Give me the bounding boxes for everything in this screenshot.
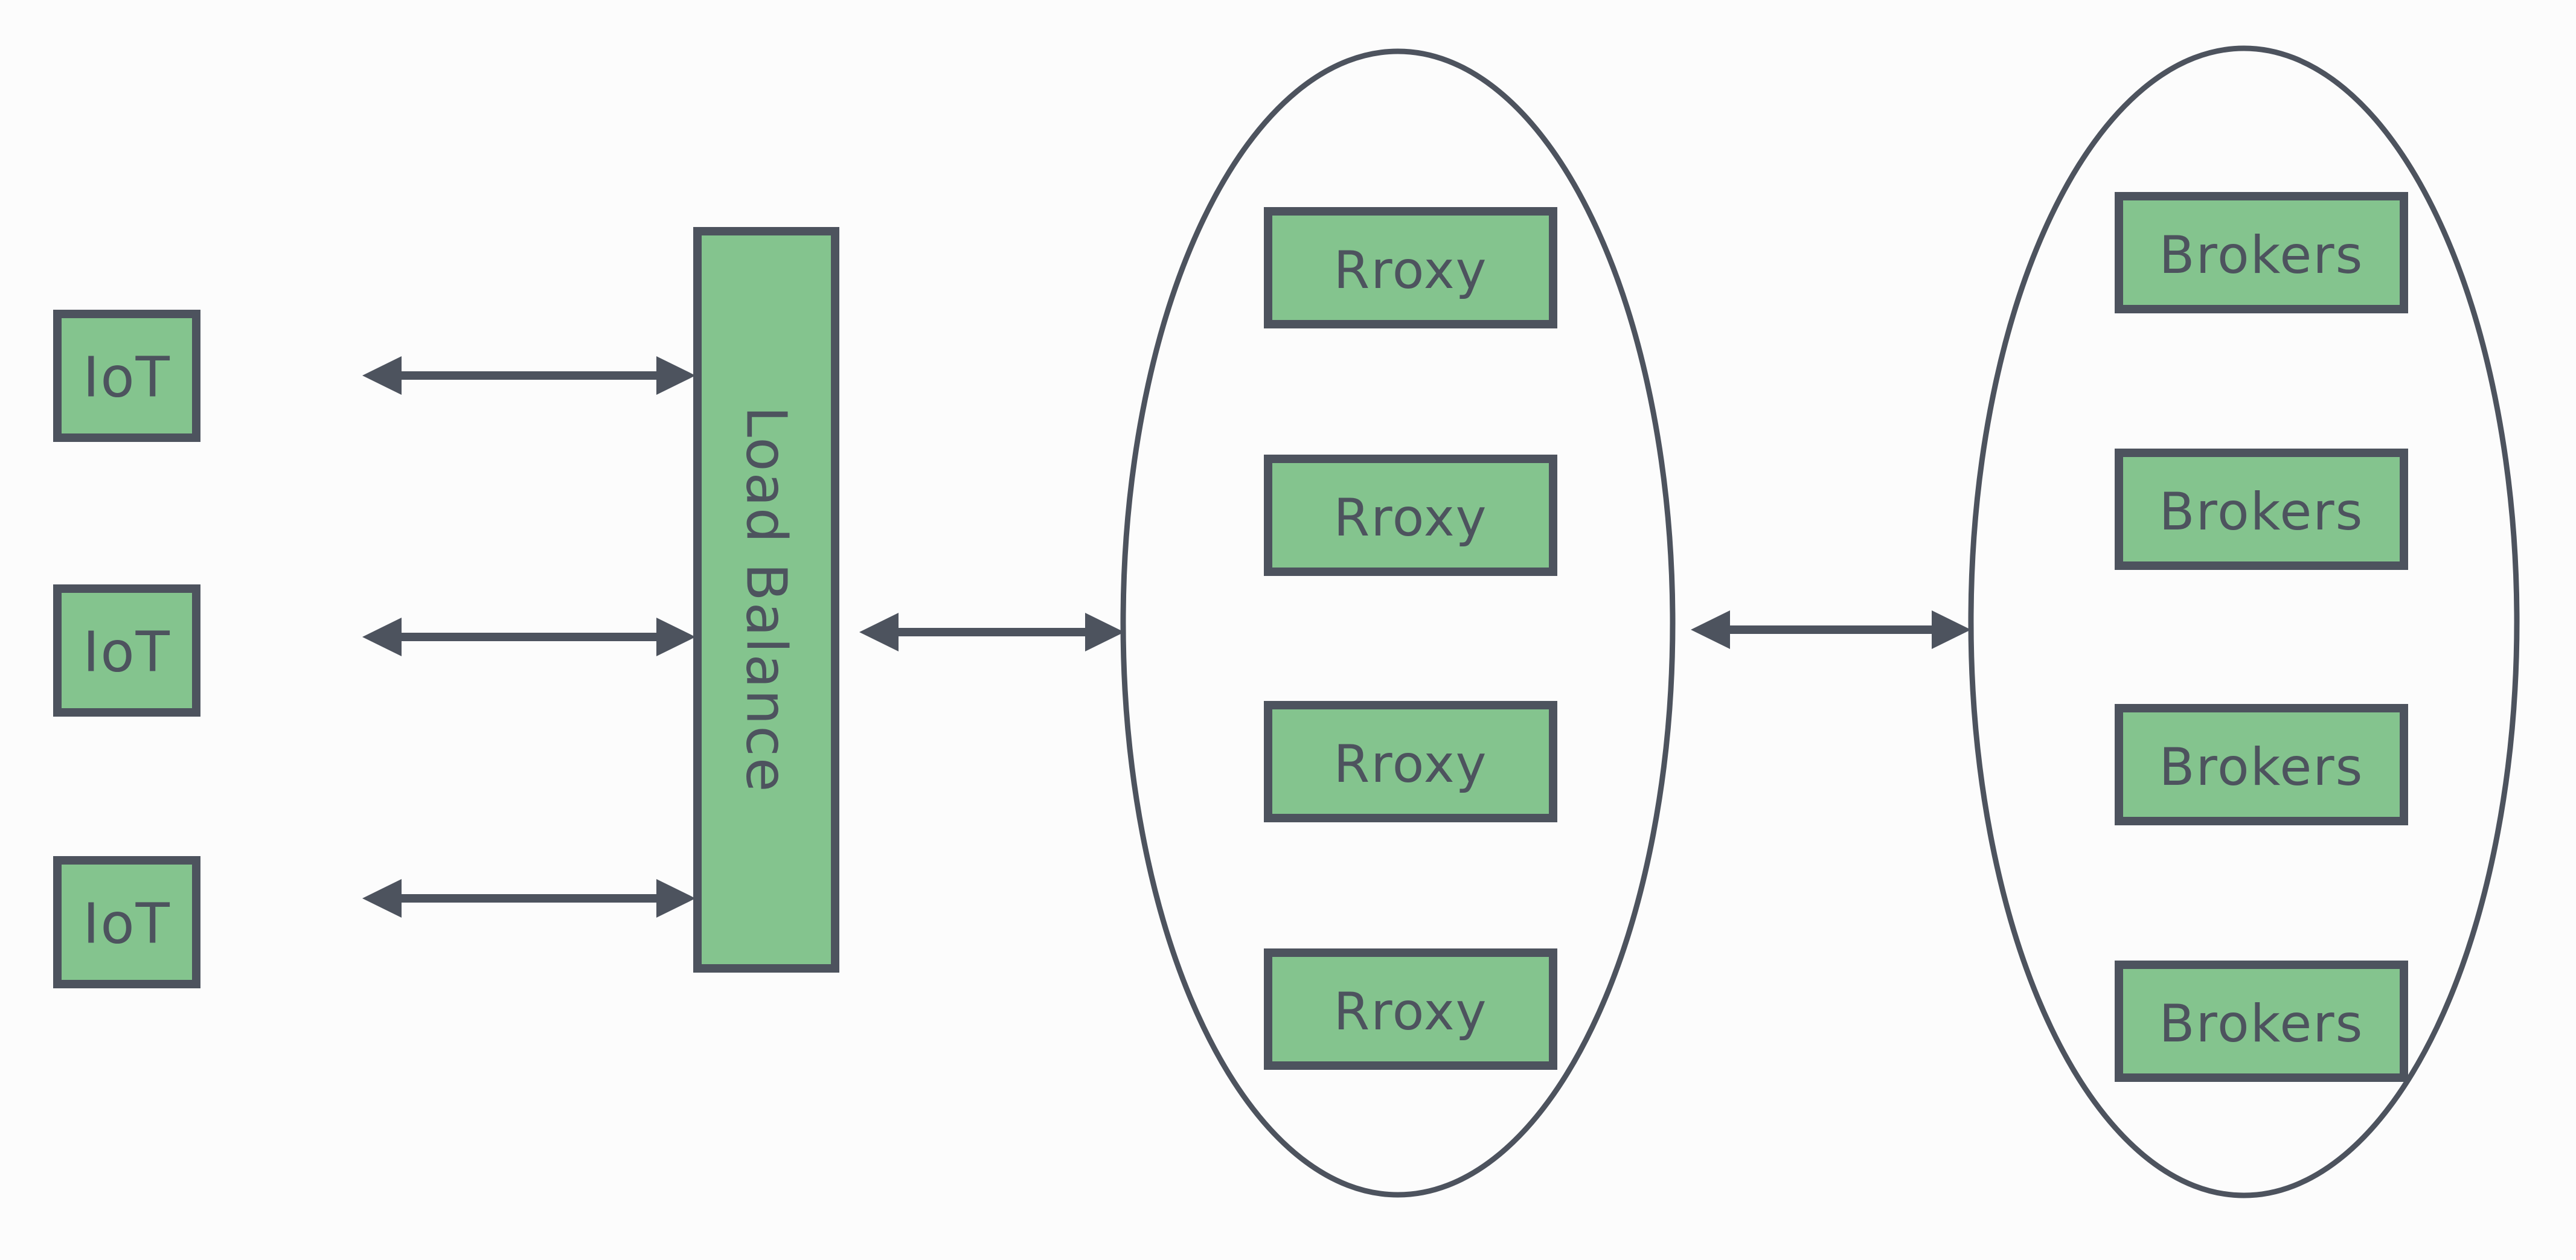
node-box — [53, 310, 200, 442]
broker-node-3[interactable]: Brokers — [2115, 704, 2408, 825]
node-box — [2115, 961, 2408, 1082]
broker-label-3: Brokers — [2159, 737, 2364, 798]
connector-iot-2-to-load-balance[interactable] — [362, 618, 696, 656]
arrow-head-left-icon — [1691, 610, 1730, 649]
iot-device-node-1[interactable]: IoT — [53, 310, 200, 442]
node-box — [1264, 455, 1557, 576]
proxy-label-1: Rroxy — [1334, 240, 1488, 301]
proxy-label-4: Rroxy — [1334, 982, 1488, 1042]
arrow-head-left-icon — [362, 618, 402, 656]
broker-cluster-boundary[interactable] — [1968, 45, 2520, 1198]
proxy-cluster-group: Rroxy Rroxy Rroxy Rroxy — [1120, 48, 1676, 1198]
load-balancer-label: Load Balance — [734, 406, 799, 793]
arrow-head-right-icon — [1085, 613, 1124, 651]
broker-label-2: Brokers — [2159, 482, 2364, 542]
load-balancer-node[interactable]: Load Balance — [693, 227, 839, 973]
broker-node-4[interactable]: Brokers — [2115, 961, 2408, 1082]
arrow-head-left-icon — [362, 356, 402, 395]
proxy-node-2[interactable]: Rroxy — [1264, 455, 1557, 576]
iot-device-label-3: IoT — [83, 892, 171, 956]
broker-label-1: Brokers — [2159, 225, 2364, 286]
iot-device-label-2: IoT — [83, 620, 171, 685]
proxy-node-1[interactable]: Rroxy — [1264, 207, 1557, 328]
iot-device-label-1: IoT — [83, 345, 171, 410]
proxy-label-2: Rroxy — [1334, 488, 1488, 548]
broker-node-2[interactable]: Brokers — [2115, 449, 2408, 570]
arrow-head-left-icon — [362, 879, 402, 918]
connector-load-balance-to-proxy-cluster[interactable] — [859, 613, 1124, 651]
iot-device-node-2[interactable]: IoT — [53, 584, 200, 717]
node-box — [2115, 704, 2408, 825]
arrow-head-right-icon — [656, 879, 696, 918]
proxy-node-3[interactable]: Rroxy — [1264, 701, 1557, 822]
iot-device-node-3[interactable]: IoT — [53, 856, 200, 988]
arrow-head-left-icon — [859, 613, 899, 651]
broker-label-4: Brokers — [2159, 994, 2364, 1054]
proxy-cluster-boundary[interactable] — [1120, 48, 1676, 1198]
iot-device-group: IoT IoT IoT — [53, 310, 200, 988]
arrow-head-right-icon — [1932, 610, 1971, 649]
node-box — [1264, 701, 1557, 822]
broker-node-1[interactable]: Brokers — [2115, 192, 2408, 313]
node-box — [1264, 948, 1557, 1070]
node-box — [53, 856, 200, 988]
proxy-label-3: Rroxy — [1334, 734, 1488, 795]
node-box — [2115, 449, 2408, 570]
node-box — [693, 227, 839, 973]
broker-cluster-group: Brokers Brokers Brokers Brokers — [1968, 45, 2520, 1198]
connector-iot-1-to-load-balance[interactable] — [362, 356, 696, 395]
connector-iot-3-to-load-balance[interactable] — [362, 879, 696, 918]
node-box — [53, 584, 200, 717]
connector-proxy-cluster-to-broker-cluster[interactable] — [1691, 610, 1971, 649]
node-box — [2115, 192, 2408, 313]
arrow-head-right-icon — [656, 618, 696, 656]
connector-group — [362, 356, 1971, 918]
arrow-head-right-icon — [656, 356, 696, 395]
node-box — [1264, 207, 1557, 328]
proxy-node-4[interactable]: Rroxy — [1264, 948, 1557, 1070]
